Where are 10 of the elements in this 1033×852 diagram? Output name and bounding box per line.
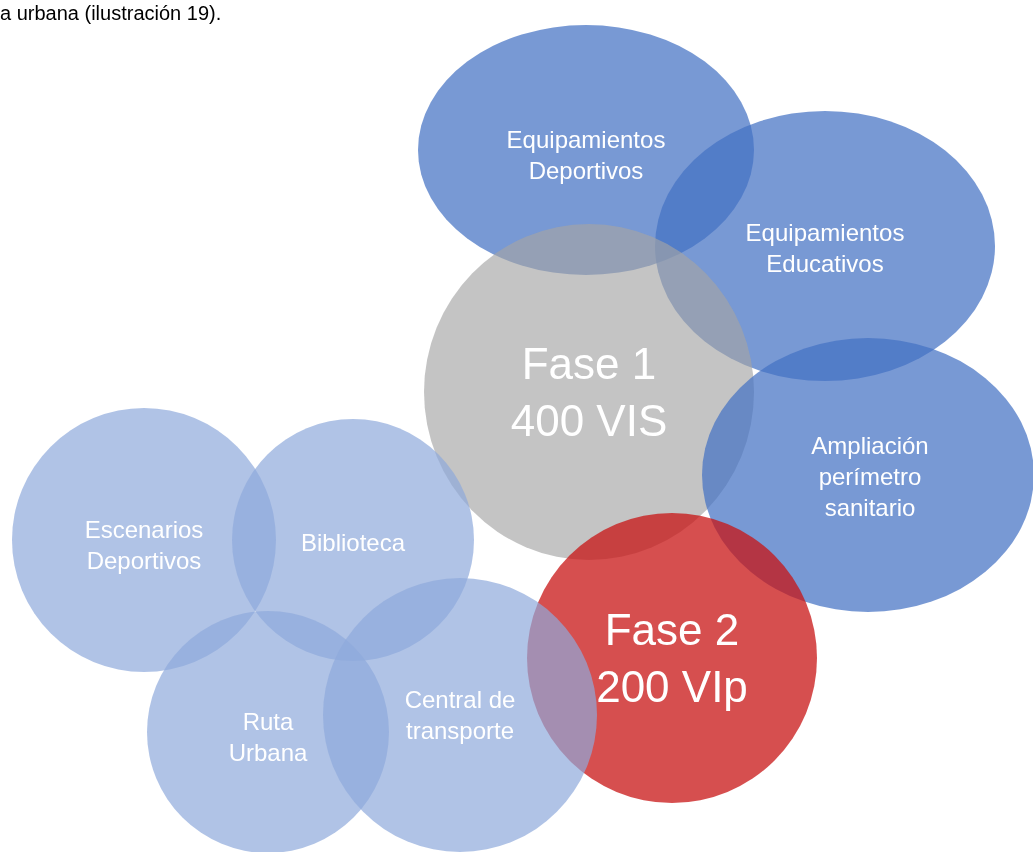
circle-label: Equipamientos Deportivos [505,124,667,186]
circle-label: Ruta Urbana [227,706,309,768]
circle-label: Fase 1 400 VIS [509,337,669,447]
circle-label: Central de transporte [403,684,517,746]
caption-text: a urbana (ilustración 19). [0,2,222,25]
circle-label: Equipamientos Educativos [744,217,906,279]
circle-label: Ampliación perímetro sanitario [810,431,930,524]
circle-label: Fase 2 200 VIp [595,603,749,713]
circle-label: Biblioteca [299,528,407,559]
circle-label: Escenarios Deportivos [83,514,205,576]
